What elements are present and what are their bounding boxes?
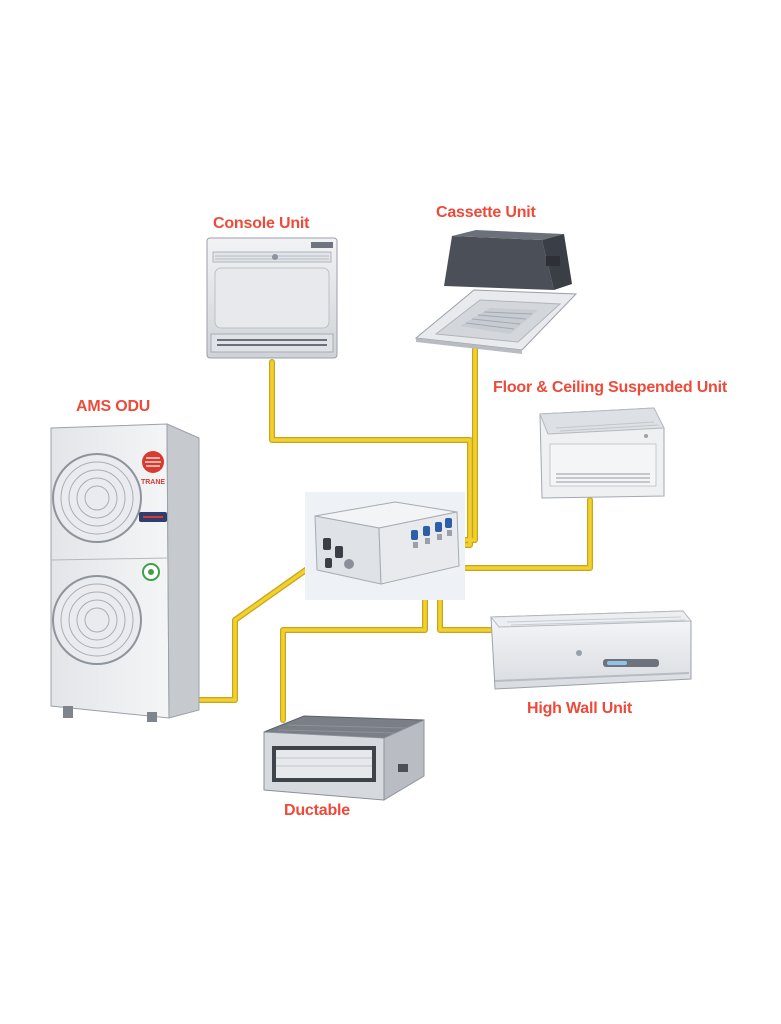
odu-brand-text: TRANE xyxy=(141,479,165,486)
high-wall-unit-label: High Wall Unit xyxy=(527,700,633,717)
floor-ceiling-unit-illustration xyxy=(539,407,665,499)
floor-ceiling-unit-label: Floor & Ceiling Suspended Unit xyxy=(493,379,728,396)
ductable-unit-illustration xyxy=(263,715,425,801)
high-wall-unit-illustration xyxy=(489,610,693,690)
cassette-unit-illustration xyxy=(414,230,578,354)
cassette-unit-label: Cassette Unit xyxy=(436,204,536,221)
console-unit-illustration xyxy=(206,237,338,359)
ams-odu-label: AMS ODU xyxy=(76,398,151,415)
ductable-label: Ductable xyxy=(284,802,350,819)
branch-distribution-box xyxy=(305,492,465,600)
pipe-odu xyxy=(193,558,322,702)
ams-odu-illustration: TRANE xyxy=(50,423,200,722)
console-unit-label: Console Unit xyxy=(213,215,310,232)
